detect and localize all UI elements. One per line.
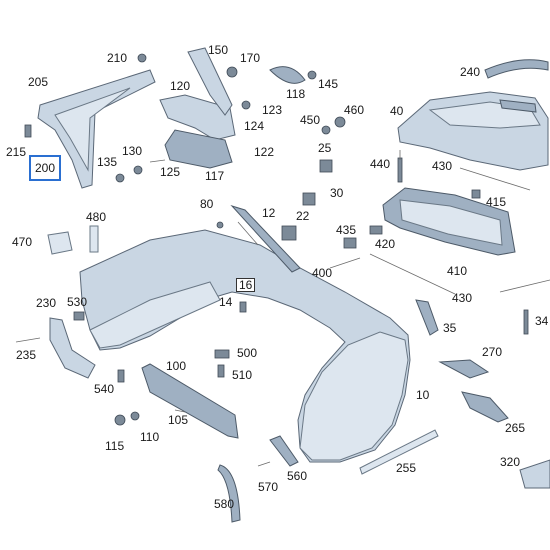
part-35[interactable] bbox=[415, 299, 439, 336]
label-460[interactable]: 460 bbox=[344, 103, 365, 117]
trim-strip-12[interactable] bbox=[230, 204, 301, 273]
part-320[interactable] bbox=[519, 459, 550, 489]
label-118[interactable]: 118 bbox=[286, 87, 306, 101]
label-540[interactable]: 540 bbox=[94, 382, 115, 396]
label-100[interactable]: 100 bbox=[166, 359, 187, 373]
label-450[interactable]: 450 bbox=[300, 113, 321, 127]
label-16[interactable]: 16 bbox=[236, 278, 256, 292]
label-230[interactable]: 230 bbox=[36, 296, 57, 310]
label-130[interactable]: 130 bbox=[122, 144, 143, 158]
label-270[interactable]: 270 bbox=[482, 345, 503, 359]
grille-insert-410[interactable] bbox=[382, 187, 516, 256]
label-240[interactable]: 240 bbox=[460, 65, 481, 79]
label-580[interactable]: 580 bbox=[214, 497, 235, 511]
label-320[interactable]: 320 bbox=[500, 455, 521, 469]
label-570[interactable]: 570 bbox=[258, 480, 279, 494]
part-560[interactable] bbox=[269, 435, 299, 467]
label-400[interactable]: 400 bbox=[312, 266, 333, 280]
label-120[interactable]: 120 bbox=[170, 79, 191, 93]
label-510[interactable]: 510 bbox=[232, 368, 253, 382]
reflector-100[interactable] bbox=[141, 363, 239, 439]
fasteners bbox=[24, 53, 529, 426]
label-123[interactable]: 123 bbox=[262, 103, 283, 117]
label-14[interactable]: 14 bbox=[219, 295, 233, 309]
leader-lines bbox=[15, 150, 550, 467]
label-440[interactable]: 440 bbox=[370, 157, 391, 171]
label-135[interactable]: 135 bbox=[97, 155, 118, 169]
label-435[interactable]: 435 bbox=[336, 223, 357, 237]
part-265[interactable] bbox=[461, 391, 509, 423]
label-25[interactable]: 25 bbox=[318, 141, 332, 155]
label-210[interactable]: 210 bbox=[107, 51, 128, 65]
label-34[interactable]: 34 bbox=[535, 314, 549, 328]
label-480[interactable]: 480 bbox=[86, 210, 107, 224]
label-12[interactable]: 12 bbox=[262, 206, 276, 220]
label-110[interactable]: 110 bbox=[140, 430, 160, 444]
label-470[interactable]: 470 bbox=[12, 235, 33, 249]
part-480[interactable] bbox=[89, 225, 99, 253]
label-35[interactable]: 35 bbox=[443, 321, 457, 335]
label-265[interactable]: 265 bbox=[505, 421, 526, 435]
label-125[interactable]: 125 bbox=[160, 165, 181, 179]
label-560[interactable]: 560 bbox=[287, 469, 308, 483]
label-115[interactable]: 115 bbox=[105, 439, 125, 453]
label-170[interactable]: 170 bbox=[240, 51, 261, 65]
label-117[interactable]: 117 bbox=[205, 169, 225, 183]
bracket-200[interactable] bbox=[37, 69, 156, 189]
part-270[interactable] bbox=[438, 359, 490, 379]
strip-255[interactable] bbox=[359, 429, 439, 475]
label-200-selected[interactable]: 200 bbox=[29, 155, 62, 181]
label-235[interactable]: 235 bbox=[16, 348, 37, 362]
label-40[interactable]: 40 bbox=[390, 104, 404, 118]
diffuser-40[interactable] bbox=[397, 91, 549, 171]
bumper-cover[interactable] bbox=[79, 221, 411, 463]
label-80[interactable]: 80 bbox=[200, 197, 214, 211]
label-430-b[interactable]: 430 bbox=[452, 291, 473, 305]
bracket-150[interactable] bbox=[187, 47, 233, 116]
label-105[interactable]: 105 bbox=[168, 413, 189, 427]
label-410[interactable]: 410 bbox=[447, 264, 468, 278]
label-500[interactable]: 500 bbox=[237, 346, 258, 360]
label-124[interactable]: 124 bbox=[244, 119, 265, 133]
label-430-a[interactable]: 430 bbox=[432, 159, 453, 173]
label-10[interactable]: 10 bbox=[416, 388, 430, 402]
label-255[interactable]: 255 bbox=[396, 461, 417, 475]
label-530[interactable]: 530 bbox=[67, 295, 88, 309]
cable-118[interactable] bbox=[269, 66, 306, 84]
bracket-230[interactable] bbox=[49, 317, 96, 379]
label-122[interactable]: 122 bbox=[254, 145, 275, 159]
strip-580[interactable] bbox=[217, 464, 241, 523]
label-145[interactable]: 145 bbox=[318, 77, 339, 91]
label-420[interactable]: 420 bbox=[375, 237, 396, 251]
label-415[interactable]: 415 bbox=[486, 195, 507, 209]
label-205[interactable]: 205 bbox=[28, 75, 49, 89]
label-22[interactable]: 22 bbox=[296, 209, 310, 223]
label-215[interactable]: 215 bbox=[6, 145, 27, 159]
bracket-120[interactable] bbox=[159, 94, 236, 141]
cover-470[interactable] bbox=[47, 231, 73, 255]
label-30[interactable]: 30 bbox=[330, 186, 344, 200]
bracket-117[interactable] bbox=[164, 129, 233, 169]
label-150[interactable]: 150 bbox=[208, 43, 229, 57]
strip-240[interactable] bbox=[484, 59, 549, 79]
